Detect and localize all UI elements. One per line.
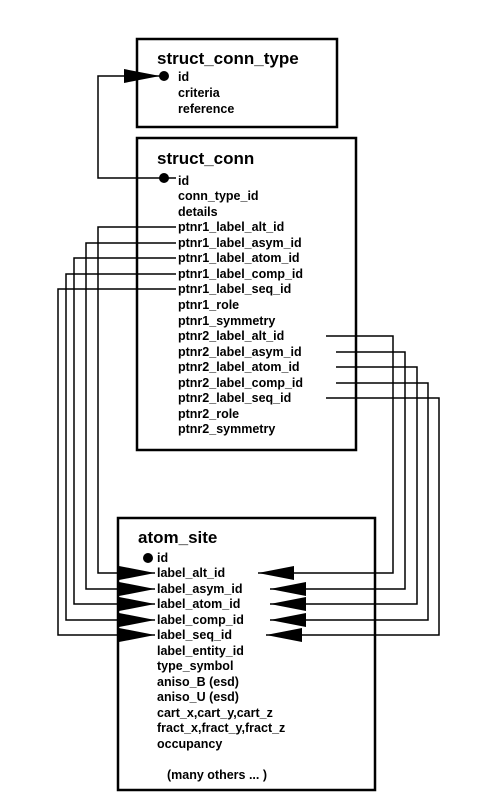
field: ptnr2_role xyxy=(178,407,239,421)
field: label_seq_id xyxy=(157,628,232,642)
table-note: (many others ... ) xyxy=(167,768,267,782)
field: label_alt_id xyxy=(157,566,225,580)
field: label_atom_id xyxy=(157,597,240,611)
table-atom-site: atom_site id label_alt_id label_asym_id … xyxy=(116,516,377,792)
relation-ptnr1-comp-id-link xyxy=(65,273,176,627)
relation-ptnr1-atom-id-link xyxy=(73,257,176,611)
field: ptnr1_label_atom_id xyxy=(178,251,300,265)
field: aniso_U (esd) xyxy=(157,690,239,704)
field: criteria xyxy=(178,86,221,100)
primary-key-icon xyxy=(159,71,169,81)
field: cart_x,cart_y,cart_z xyxy=(157,706,273,720)
relation-ptnr2-asym-id-link xyxy=(270,351,406,596)
field: aniso_B (esd) xyxy=(157,675,239,689)
field: ptnr2_label_alt_id xyxy=(178,329,284,343)
field: type_symbol xyxy=(157,659,233,673)
field: id xyxy=(157,551,168,565)
table-struct-conn-type: struct_conn_type id criteria reference xyxy=(135,37,339,129)
relation-ptnr1-asym-id-link xyxy=(85,242,176,596)
relation-ptnr1-alt-id-link xyxy=(97,226,176,580)
relation-ptnr2-seq-id-link xyxy=(266,397,440,642)
table-struct-conn: struct_conn id conn_type_id details ptnr… xyxy=(135,136,358,452)
relationship-lines xyxy=(57,69,440,642)
field: ptnr1_label_seq_id xyxy=(178,282,291,296)
field: ptnr1_role xyxy=(178,298,239,312)
table-title: struct_conn_type xyxy=(157,49,299,68)
field: id xyxy=(178,174,189,188)
field: id xyxy=(178,70,189,84)
table-frame xyxy=(116,516,377,792)
relation-conn-type-id-link xyxy=(97,69,176,179)
field: ptnr1_label_alt_id xyxy=(178,220,284,234)
field: label_entity_id xyxy=(157,644,244,658)
table-title: atom_site xyxy=(138,528,217,547)
table-frame xyxy=(135,37,339,129)
field: occupancy xyxy=(157,737,222,751)
field: label_asym_id xyxy=(157,582,242,596)
field: ptnr2_symmetry xyxy=(178,422,275,436)
field: label_comp_id xyxy=(157,613,244,627)
relation-ptnr2-comp-id-link xyxy=(270,382,429,627)
relation-ptnr2-atom-id-link xyxy=(270,366,418,611)
field: ptnr2_label_atom_id xyxy=(178,360,300,374)
field: ptnr2_label_comp_id xyxy=(178,376,303,390)
field: ptnr2_label_seq_id xyxy=(178,391,291,405)
field: conn_type_id xyxy=(178,189,259,203)
field: reference xyxy=(178,102,234,116)
relation-ptnr2-alt-id-link xyxy=(258,335,394,580)
field: ptnr1_label_comp_id xyxy=(178,267,303,281)
primary-key-icon xyxy=(143,553,153,563)
table-frame xyxy=(135,136,358,452)
field: ptnr1_label_asym_id xyxy=(178,236,302,250)
field: fract_x,fract_y,fract_z xyxy=(157,721,285,735)
table-title: struct_conn xyxy=(157,149,254,168)
field: ptnr1_symmetry xyxy=(178,314,275,328)
field: details xyxy=(178,205,218,219)
relation-ptnr1-seq-id-link xyxy=(57,288,176,642)
field: ptnr2_label_asym_id xyxy=(178,345,302,359)
